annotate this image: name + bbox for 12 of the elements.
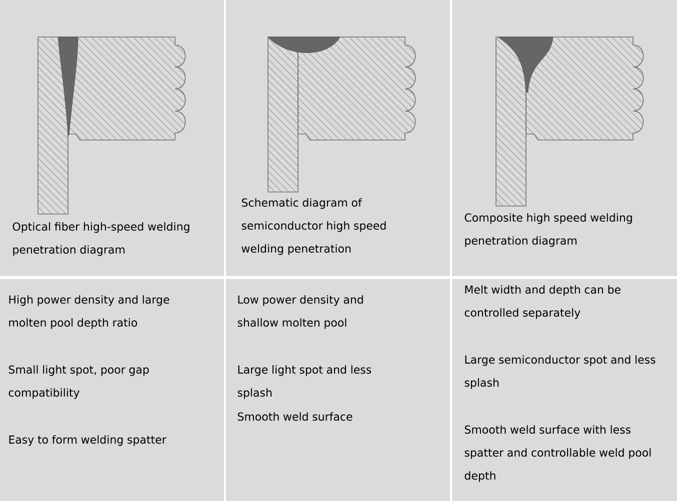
caption: Composite high speed welding penetration diagram: [464, 213, 632, 247]
feature-text: Low power density and shallow molten pool: [238, 295, 363, 329]
feature-text: Smooth weld surface: [238, 412, 352, 421]
feature-text: Large semiconductor spot and less splash: [464, 355, 656, 389]
feature-text: Large light spot and less splash: [238, 365, 372, 399]
feature-text: High power density and large molten pool depth ratio: [9, 295, 170, 329]
feature-text: Melt width and depth can be controlled separately: [464, 285, 620, 319]
feature-text: Easy to form welding spatter: [9, 435, 166, 446]
feature-text: Smooth weld surface with less spatter and controllable weld pool depth: [464, 425, 651, 482]
feature-text: Small light spot, poor gap compatibility: [8, 365, 149, 399]
caption: Schematic diagram of semiconductor high speed welding penetration: [242, 198, 386, 255]
caption: Optical fiber high-speed welding penetration diagram: [12, 222, 190, 256]
